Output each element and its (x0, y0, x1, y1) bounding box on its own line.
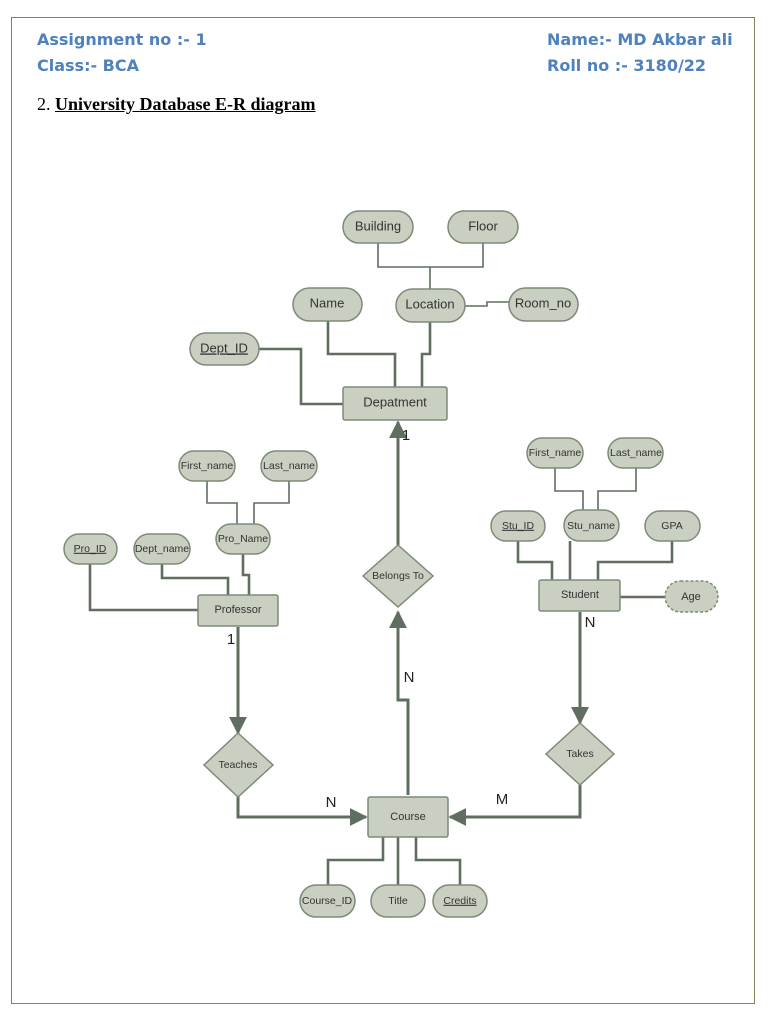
label-floor: Floor (468, 218, 498, 233)
label-pro-id: Pro_ID (74, 543, 107, 555)
label-stu-last-name: Last_name (610, 447, 662, 459)
label-teaches: Teaches (218, 759, 257, 771)
relationship-connectors (229, 420, 589, 826)
label-credits: Credits (443, 895, 476, 907)
label-title: Title (388, 895, 408, 907)
label-stu-first-name: First_name (529, 447, 582, 459)
relationship-teaches (202, 731, 275, 799)
department-key-connectors (259, 320, 432, 406)
cardinality-course-belongs: N (404, 669, 415, 686)
attribute-room-no (508, 287, 579, 322)
attribute-floor (447, 210, 519, 244)
student-name: Name:- MD Akbar ali (547, 30, 733, 49)
label-gpa: GPA (661, 520, 682, 532)
roll-number: Roll no :- 3180/22 (547, 56, 707, 75)
attribute-title (370, 884, 426, 918)
relationship-belongs-to (361, 543, 435, 609)
student-key-connectors (516, 541, 674, 599)
label-building: Building (355, 218, 401, 233)
entity-professor (197, 594, 279, 627)
label-dept-name: Dept_name (135, 543, 189, 555)
heading-title: University Database E-R diagram (55, 94, 316, 114)
cardinality-department: 1 (402, 427, 410, 444)
heading-number: 2. (37, 94, 51, 114)
attribute-pro-last-name (260, 450, 318, 482)
attribute-gpa (644, 510, 701, 542)
label-takes: Takes (566, 748, 593, 760)
cardinality-student: N (585, 614, 596, 631)
assignment-number: Assignment no :- 1 (37, 30, 207, 49)
label-stu-id: Stu_ID (502, 520, 535, 532)
attribute-stu-name (563, 509, 620, 542)
label-professor: Professor (214, 604, 261, 616)
attribute-building (342, 210, 414, 244)
label-department: Depatment (363, 394, 427, 409)
course-attribute-connectors (326, 837, 462, 885)
label-course-id: Course_ID (302, 895, 353, 907)
attribute-credits (432, 884, 488, 918)
professor-attribute-connectors (206, 481, 290, 524)
label-pro-name: Pro_Name (218, 533, 268, 545)
entity-student (538, 579, 621, 612)
page-border (11, 17, 755, 1004)
label-student: Student (561, 589, 599, 601)
attribute-course-id (299, 884, 356, 918)
attribute-dept-name (133, 533, 191, 565)
professor-key-connectors (88, 553, 251, 612)
label-stu-name: Stu_name (567, 520, 615, 532)
label-belongs-to: Belongs To (372, 570, 424, 582)
attribute-pro-id (63, 533, 118, 565)
relationship-takes (544, 721, 616, 787)
cardinality-professor: 1 (227, 631, 235, 648)
attribute-name (292, 287, 363, 322)
attribute-pro-first-name (178, 450, 236, 482)
cardinality-course-takes: M (496, 791, 509, 808)
student-attribute-connectors (554, 468, 637, 510)
label-name: Name (310, 295, 345, 310)
cardinality-course-teaches: N (326, 794, 337, 811)
entity-course (367, 796, 449, 838)
label-dept-id: Dept_ID (200, 340, 248, 355)
entity-department (342, 386, 448, 421)
label-pro-first-name: First_name (181, 460, 234, 472)
department-attribute-connectors (377, 242, 509, 307)
label-age: Age (681, 591, 701, 603)
attribute-stu-last-name (607, 437, 664, 469)
attribute-stu-id (490, 510, 546, 542)
diagram-heading: 2. University Database E-R diagram (37, 94, 315, 115)
attribute-dept-id (189, 332, 260, 366)
attribute-pro-name (215, 523, 271, 555)
label-pro-last-name: Last_name (263, 460, 315, 472)
class-label: Class:- BCA (37, 56, 139, 75)
attribute-age-derived (664, 580, 719, 613)
attribute-stu-first-name (526, 437, 584, 469)
attribute-location (395, 288, 466, 323)
label-room-no: Room_no (515, 295, 571, 310)
label-location: Location (405, 296, 454, 311)
label-course: Course (390, 811, 425, 823)
